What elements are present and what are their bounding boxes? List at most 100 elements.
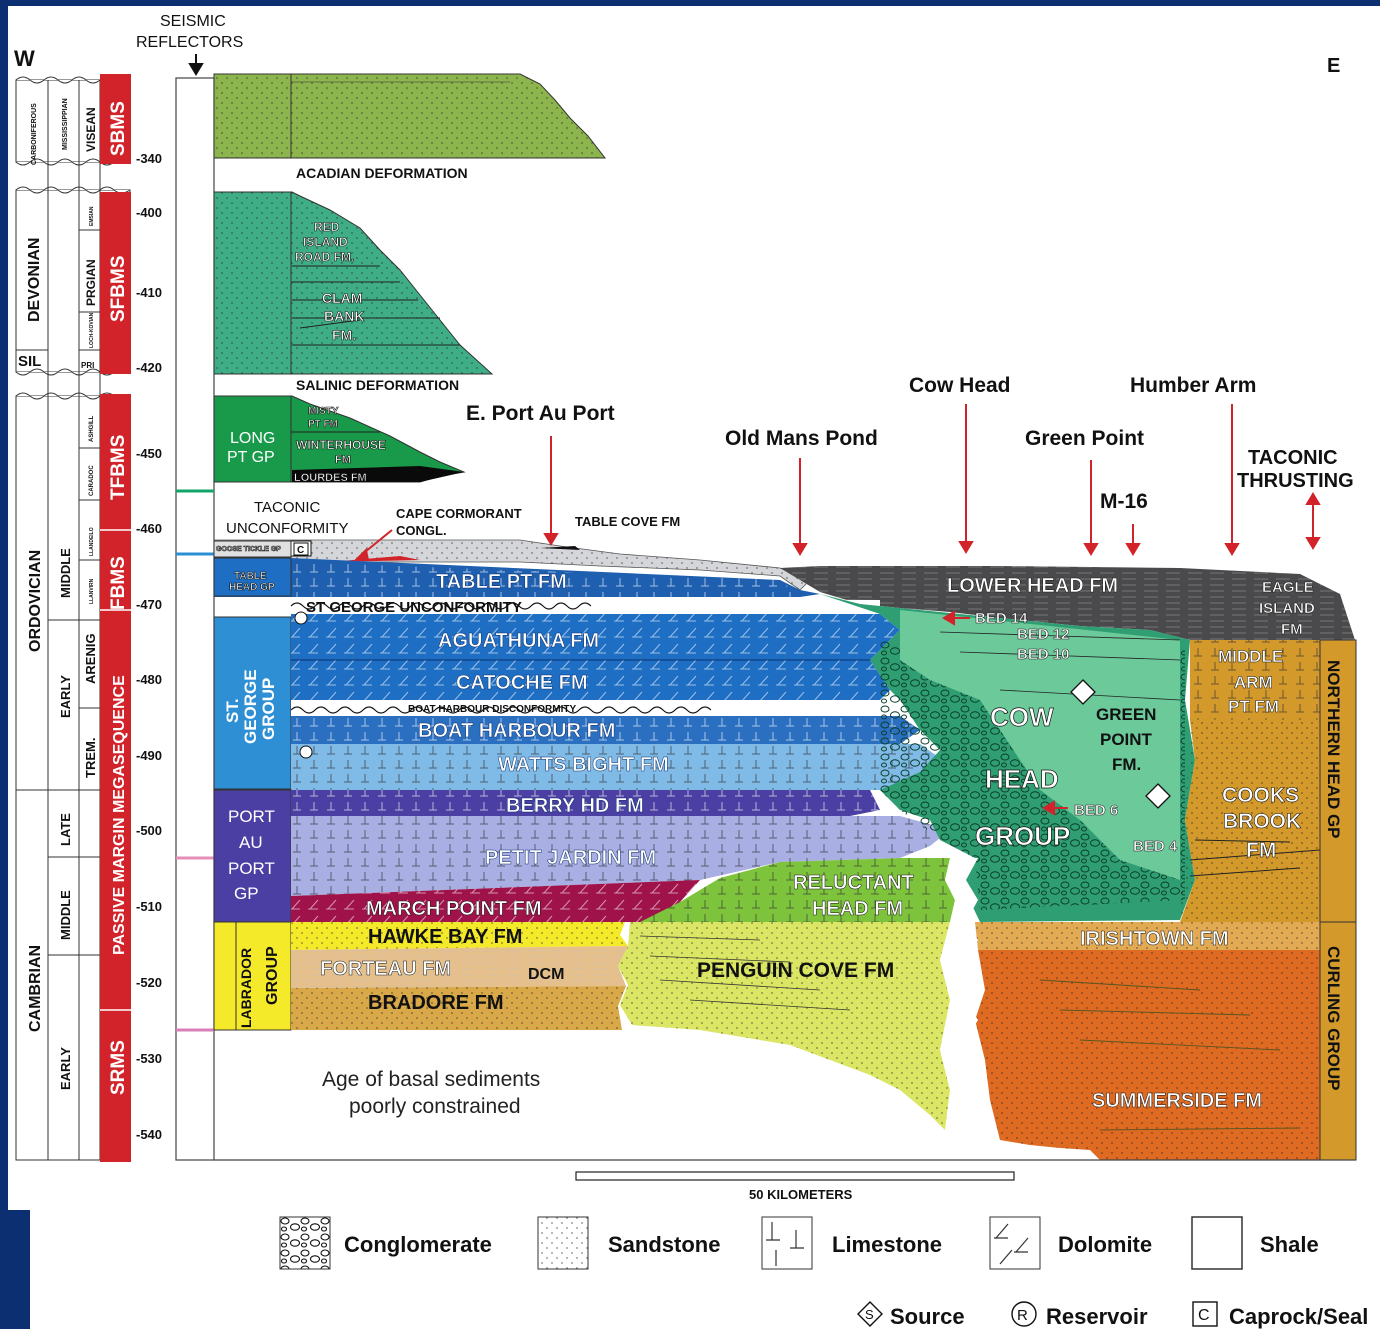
age-tick-label: -500 xyxy=(136,823,162,838)
petit-jardin-fm: PETIT JARDIN FM xyxy=(485,847,656,869)
location-arrows xyxy=(353,404,1321,816)
location-labels: E. Port Au Port Old Mans Pond Cow Head H… xyxy=(466,374,1256,513)
legend-source-icon xyxy=(857,1301,883,1327)
stage-arenig: ARENIG xyxy=(83,633,98,684)
hawke-bay-fm: HAWKE BAY FM xyxy=(368,926,522,948)
taconic-thrusting-1: TACONIC xyxy=(1248,447,1338,469)
clam-bank-3: FM. xyxy=(332,327,356,343)
lower-head-fm: LOWER HEAD FM xyxy=(947,575,1118,597)
port-au-port-2: AU xyxy=(239,833,263,852)
clam-bank-1: CLAM xyxy=(322,290,362,306)
table-head-1: TABLE xyxy=(234,571,267,582)
sequence-fbms: FBMS xyxy=(108,556,129,610)
cooks-brook-2: BROOK xyxy=(1223,810,1301,833)
basal-note-2: poorly constrained xyxy=(349,1095,521,1118)
long-pt-2: PT GP xyxy=(227,449,275,466)
northern-head-gp: NORTHERN HEAD GP xyxy=(1324,660,1343,839)
loc-humber-arm: Humber Arm xyxy=(1130,374,1256,397)
bradore-fm: BRADORE FM xyxy=(368,992,504,1014)
reluctant-2: HEAD FM xyxy=(812,898,903,920)
age-tick-label: -520 xyxy=(136,975,162,990)
chart-symbols: C xyxy=(293,542,1171,809)
legend: Conglomerate Sandstone Limestone Dolomit… xyxy=(279,1216,1368,1329)
stage-lochkovian: LOCH-KOVIAN xyxy=(89,312,95,348)
green-point-2: POINT xyxy=(1100,730,1153,749)
age-tick-label: -530 xyxy=(136,1051,162,1066)
age-tick-label: -480 xyxy=(136,672,162,687)
eagle-1: EAGLE xyxy=(1262,579,1314,596)
age-tick-label: -510 xyxy=(136,899,162,914)
age-tick-label: -460 xyxy=(136,521,162,536)
epoch-ord-early: EARLY xyxy=(58,675,73,718)
sequence-tfbms: TFBMS xyxy=(108,435,129,500)
labrador-2: GROUP xyxy=(264,946,281,1005)
dcm-label: DCM xyxy=(528,966,564,983)
lourdes: LOURDES FM xyxy=(294,472,367,484)
age-tick-label: -450 xyxy=(136,446,162,461)
legend-swatch-dolomite xyxy=(989,1216,1041,1270)
legend-shale: Shale xyxy=(1260,1232,1319,1257)
st-george-2: GEORGE xyxy=(241,669,260,744)
bed-6: BED 6 xyxy=(1074,802,1118,819)
irishtown-fm: IRISHTOWN FM xyxy=(1080,928,1229,950)
epoch-mississippian: MISSISSIPPIAN xyxy=(62,98,69,150)
loc-cow-head: Cow Head xyxy=(909,374,1011,397)
goose-tickle: GOOSE TICKLE GP xyxy=(216,546,281,553)
legend-swatch-limestone xyxy=(761,1216,813,1270)
age-tick-label: -420 xyxy=(136,360,162,375)
labrador-1: LABRADOR xyxy=(238,948,254,1028)
legend-swatch-shale xyxy=(1191,1216,1243,1270)
bed-10: BED 10 xyxy=(1017,646,1070,663)
green-point-3: FM. xyxy=(1112,755,1141,774)
age-tick-label: -540 xyxy=(136,1127,162,1142)
loc-e-port-au-port: E. Port Au Port xyxy=(466,402,615,425)
summerside-fm: SUMMERSIDE FM xyxy=(1092,1090,1262,1112)
basal-note-1: Age of basal sediments xyxy=(322,1068,540,1091)
time-scale-columns xyxy=(15,74,131,1162)
seismic-column xyxy=(175,54,215,1161)
legend-limestone: Limestone xyxy=(832,1232,942,1257)
header-labels: W E SEISMIC REFLECTORS xyxy=(14,13,1340,77)
sequence-sbms: SBMS xyxy=(108,101,129,156)
clam-bank-2: BANK xyxy=(324,308,364,324)
stratigraphy-panel xyxy=(213,73,1357,1161)
sequence-sfbms: SFBMS xyxy=(108,256,129,323)
seismic-label-2: REFLECTORS xyxy=(136,34,243,51)
cape-cormorant-1: CAPE CORMORANT xyxy=(396,506,522,521)
berry-hd-fm: BERRY HD FM xyxy=(506,795,644,817)
stage-visean: VISEAN xyxy=(84,107,98,152)
period-ordovician: ORDOVICIAN xyxy=(27,550,44,652)
legend-reservoir-icon xyxy=(1011,1301,1037,1327)
sequence-srms: SRMS xyxy=(108,1040,129,1095)
st-george-1: ST. xyxy=(223,698,242,723)
port-au-port-3: PORT xyxy=(228,859,275,878)
legend-reservoir-symbol: R xyxy=(1017,1307,1028,1324)
frame-border-bottom-left xyxy=(0,1210,30,1329)
table-pt-fm: TABLE PT FM xyxy=(436,571,567,593)
source-marker-1 xyxy=(1070,679,1096,705)
stage-pragian: PRGIAN xyxy=(84,259,98,306)
middle-arm-3: PT FM xyxy=(1228,697,1279,716)
misty-2: PT FM xyxy=(308,419,338,430)
age-tick-label: -470 xyxy=(136,597,162,612)
legend-caprock-symbol: C xyxy=(1198,1307,1210,1324)
caprock-marker xyxy=(293,542,309,556)
age-tick-label: -410 xyxy=(136,285,162,300)
bed-12: BED 12 xyxy=(1017,626,1070,643)
period-carboniferous: CARBONIFEROUS xyxy=(31,103,38,165)
epoch-camb-middle: MIDDLE xyxy=(58,890,73,940)
cow-head-1: COW xyxy=(990,702,1054,732)
frame-border-top xyxy=(0,0,1380,6)
forteau-fm: FORTEAU FM xyxy=(320,958,451,980)
epoch-camb-early: EARLY xyxy=(58,1047,73,1090)
legend-source: Source xyxy=(890,1304,965,1329)
legend-caprock-icon xyxy=(1192,1301,1218,1327)
taconic-unconformity-1: TACONIC xyxy=(254,499,321,516)
catoche-fm: CATOCHE FM xyxy=(456,672,587,694)
age-tick-label: -340 xyxy=(136,151,162,166)
eagle-3: FM xyxy=(1281,621,1303,638)
watts-bight-fm: WATTS BIGHT FM xyxy=(498,754,669,776)
stage-tremadoc: TREM. xyxy=(83,738,98,778)
stage-llandeilo: LLANDEILO xyxy=(89,527,95,556)
